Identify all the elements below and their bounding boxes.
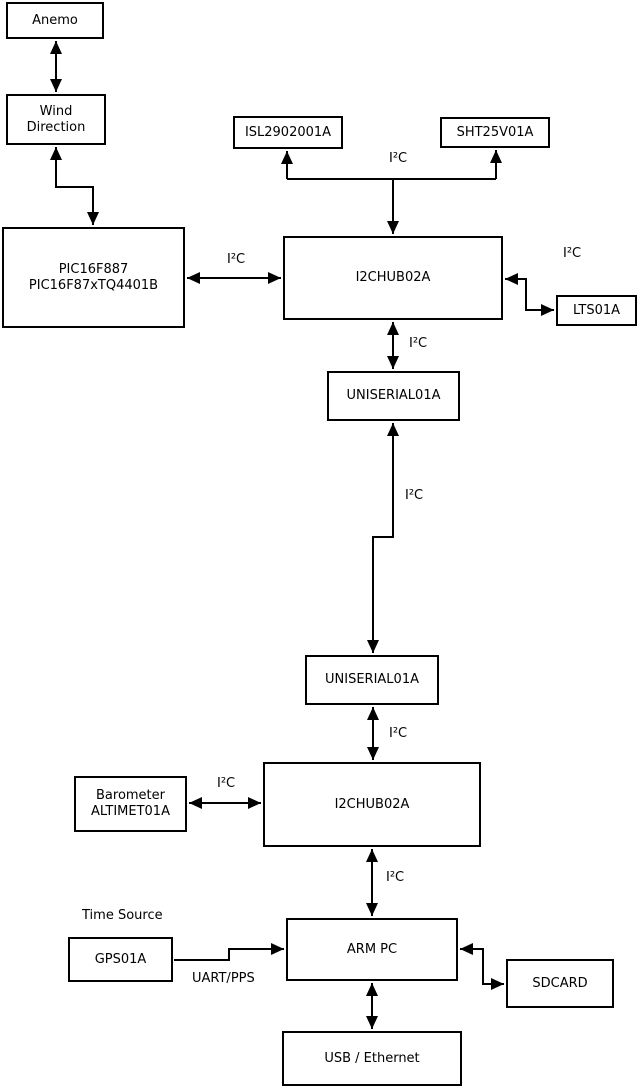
node-gps01a-label: GPS01A [94, 951, 147, 967]
edge-winddirection-pic [50, 147, 99, 225]
edge-label-time-source: Time Source [82, 908, 163, 923]
edge-label-i2c-lts: I²C [563, 246, 582, 261]
edge-label-i2c-hub1-uniserial: I²C [409, 336, 428, 351]
node-sht25v01a: SHT25V01A [440, 117, 550, 148]
edge-gps-armpc [174, 943, 284, 961]
edge-label-i2c-uniserial-hub2: I²C [389, 726, 408, 741]
edge-uniserial1-uniserial2 [367, 423, 399, 653]
edge-armpc-sdcard [460, 943, 504, 990]
node-i2chub02a-lower: I2CHUB02A [263, 762, 481, 847]
node-uniserial01a-lower: UNISERIAL01A [305, 655, 439, 705]
node-wind-direction-label: Wind Direction [26, 103, 86, 135]
node-anemo: Anemo [6, 2, 104, 39]
node-isl2902001a-label: ISL2902001A [244, 124, 332, 140]
node-gps01a: GPS01A [68, 937, 173, 982]
node-sdcard: SDCARD [506, 959, 614, 1008]
node-sht25v01a-label: SHT25V01A [456, 124, 534, 140]
node-sdcard-label: SDCARD [532, 975, 588, 991]
edge-i2chub1-lts [505, 273, 554, 316]
node-lts01a: LTS01A [556, 295, 637, 326]
node-i2chub02a-upper-label: I2CHUB02A [355, 270, 431, 285]
node-wind-direction: Wind Direction [6, 94, 106, 145]
node-i2chub02a-upper: I2CHUB02A [283, 236, 503, 320]
node-i2chub02a-lower-label: I2CHUB02A [334, 796, 410, 812]
node-anemo-label: Anemo [32, 12, 78, 28]
node-pic-microcontroller: PIC16F887 PIC16F87xTQ4401B [2, 227, 185, 328]
node-arm-pc: ARM PC [286, 918, 458, 981]
node-barometer-altimet01a-label: Barometer ALTIMET01A [91, 788, 170, 819]
node-uniserial01a-upper: UNISERIAL01A [327, 371, 460, 421]
edge-label-i2c-pic: I²C [227, 252, 246, 267]
node-uniserial01a-lower-label: UNISERIAL01A [325, 672, 419, 687]
edge-label-i2c-sensor-bus: I²C [389, 151, 408, 166]
edge-label-i2c-barometer: I²C [217, 776, 236, 791]
node-isl2902001a: ISL2902001A [233, 116, 343, 149]
node-usb-ethernet-label: USB / Ethernet [324, 1050, 420, 1066]
node-uniserial01a-upper-label: UNISERIAL01A [346, 388, 441, 403]
edge-label-uart-pps: UART/PPS [192, 971, 255, 986]
node-lts01a-label: LTS01A [572, 302, 621, 318]
node-barometer-altimet01a: Barometer ALTIMET01A [74, 776, 187, 832]
node-usb-ethernet: USB / Ethernet [282, 1031, 462, 1086]
edge-label-i2c-backbone: I²C [405, 488, 424, 503]
node-pic-microcontroller-label: PIC16F887 PIC16F87xTQ4401B [28, 261, 159, 293]
edge-label-i2c-hub2-armpc: I²C [386, 870, 405, 885]
node-arm-pc-label: ARM PC [346, 941, 398, 957]
